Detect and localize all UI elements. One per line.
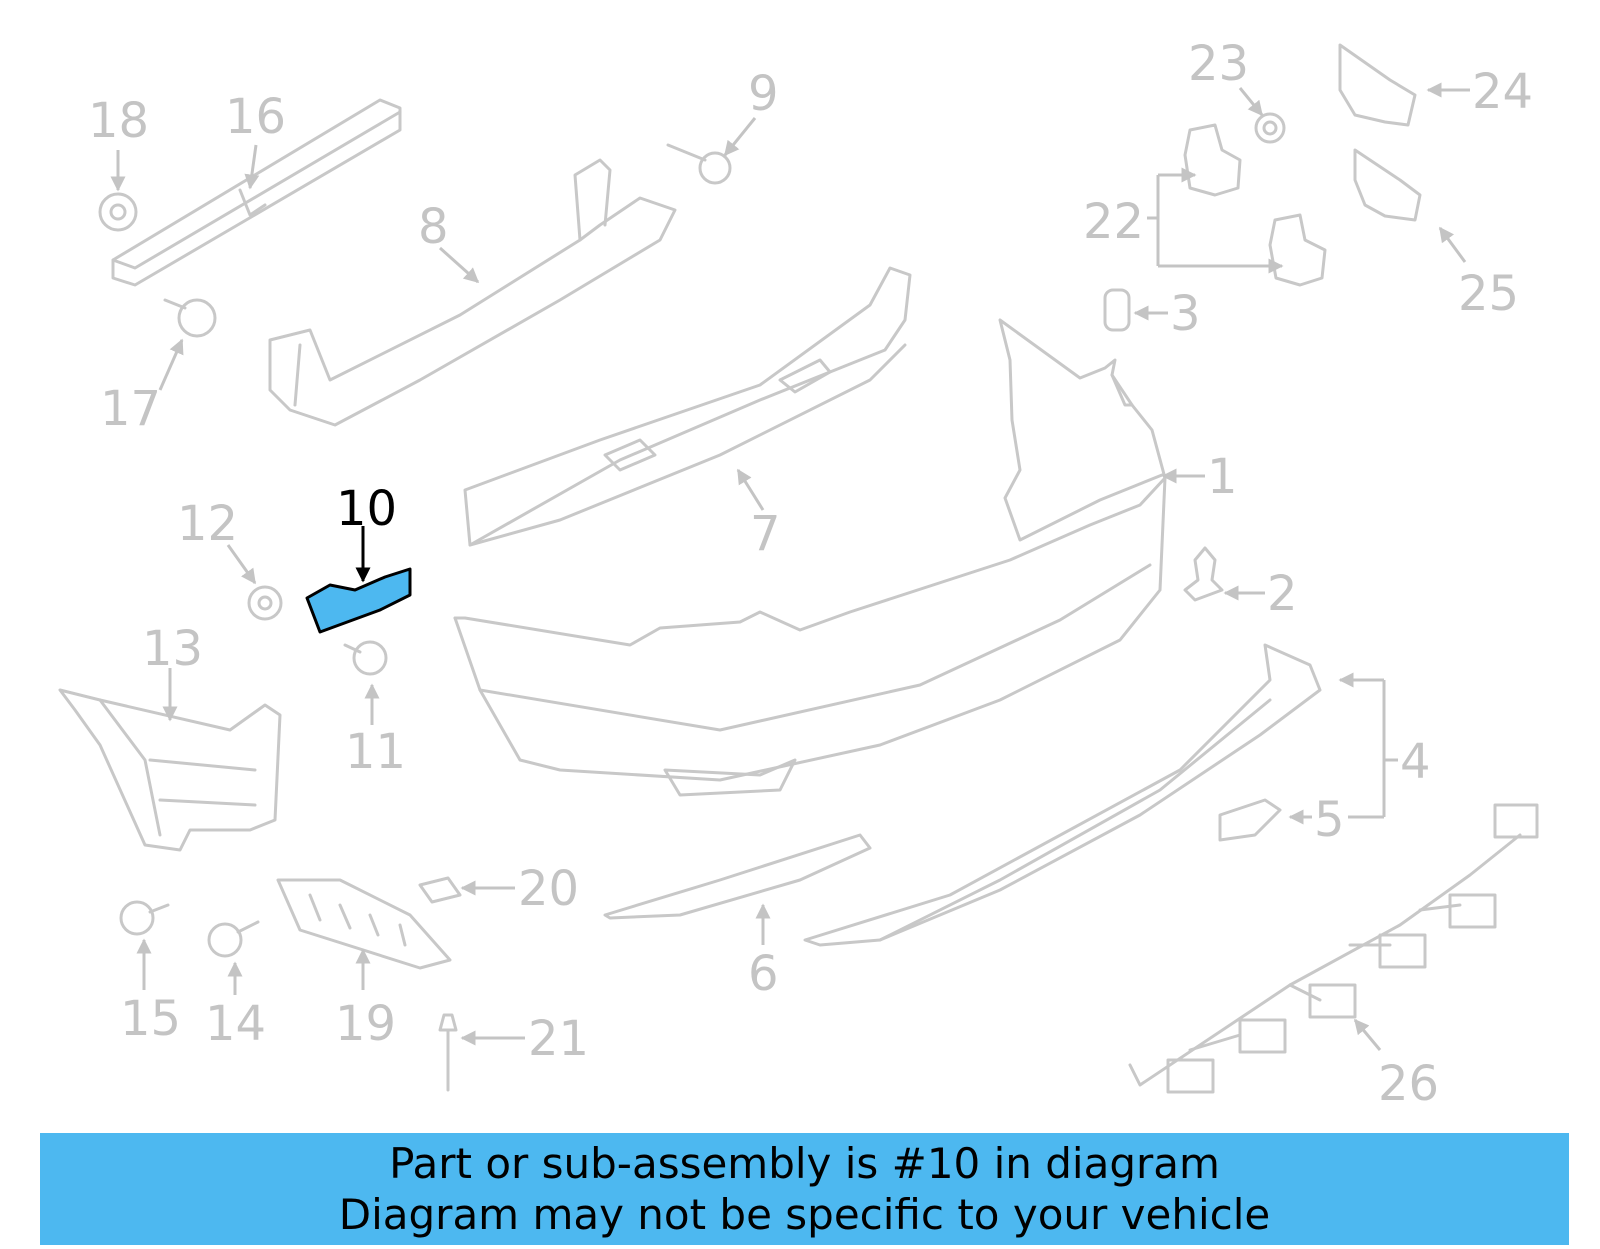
callout-label-17: 17	[100, 381, 161, 437]
fastener-14-part	[207, 920, 260, 958]
fastener-18-part	[98, 192, 138, 232]
callout-label-5: 5	[1314, 792, 1345, 848]
energy-absorber-part	[463, 266, 912, 547]
bumper-cover-part	[453, 318, 1167, 797]
fastener-21-part	[438, 1013, 458, 1092]
callout-label-16: 16	[225, 89, 286, 145]
reflector-strip-part	[603, 833, 872, 920]
callout-label-8: 8	[418, 199, 449, 255]
fastener-17-part	[163, 298, 217, 338]
callout-label-23: 23	[1188, 36, 1249, 92]
fastener-15-part	[119, 900, 170, 936]
callout-label-13: 13	[142, 621, 203, 677]
bracket-5-part	[1218, 798, 1282, 842]
callout-label-7: 7	[750, 506, 781, 562]
fastener-11-part	[343, 640, 388, 676]
lower-plate-part	[276, 878, 452, 970]
reinforcement-bar-part	[268, 158, 677, 427]
callout-label-6: 6	[748, 946, 779, 1002]
fastener-2-part	[1183, 546, 1224, 602]
callout-label-21: 21	[528, 1011, 589, 1067]
fastener-12-part	[247, 585, 283, 621]
callout-label-20: 20	[518, 861, 579, 917]
callout-label-10: 10	[336, 481, 397, 537]
callout-label-14: 14	[205, 996, 266, 1052]
fastener-9-part	[666, 143, 732, 185]
fastener-20-part	[418, 876, 462, 904]
lower-valance-part	[803, 643, 1322, 947]
callout-labels: 1 2 3 4 5 6 7 8 9 11 12 13 14 15 16 17 1…	[88, 36, 1533, 1112]
callout-label-25: 25	[1458, 266, 1519, 322]
callout-label-9: 9	[748, 66, 779, 122]
callout-label-19: 19	[335, 996, 396, 1052]
clip-23-part	[1254, 112, 1286, 144]
callout-label-1: 1	[1207, 449, 1238, 505]
banner-line-1: Part or sub-assembly is #10 in diagram	[389, 1139, 1220, 1188]
side-bracket-part	[58, 688, 282, 852]
callout-label-3: 3	[1170, 286, 1201, 342]
info-banner: Part or sub-assembly is #10 in diagram D…	[40, 1133, 1569, 1245]
exploded-parts-diagram: 10 1 2 3	[58, 36, 1539, 1112]
banner-line-2: Diagram may not be specific to your vehi…	[338, 1190, 1271, 1239]
callout-label-2: 2	[1267, 566, 1298, 622]
bracket-25-part	[1353, 148, 1422, 222]
callout-label-18: 18	[88, 93, 149, 149]
callout-arrows	[110, 82, 1470, 1051]
bracket-24-part	[1338, 43, 1417, 127]
callout-label-11: 11	[345, 724, 406, 780]
callout-label-24: 24	[1472, 64, 1533, 120]
fastener-3-part	[1103, 288, 1131, 332]
callout-label-15: 15	[120, 991, 181, 1047]
wiring-harness-part	[1128, 803, 1539, 1094]
part-10-bracket-highlighted: 10	[305, 481, 412, 634]
rail-part	[111, 98, 402, 287]
callout-label-26: 26	[1378, 1056, 1439, 1112]
callout-label-12: 12	[177, 496, 238, 552]
parking-sensors-part	[1183, 123, 1327, 287]
callout-label-4: 4	[1400, 734, 1431, 790]
callout-label-22: 22	[1083, 194, 1144, 250]
